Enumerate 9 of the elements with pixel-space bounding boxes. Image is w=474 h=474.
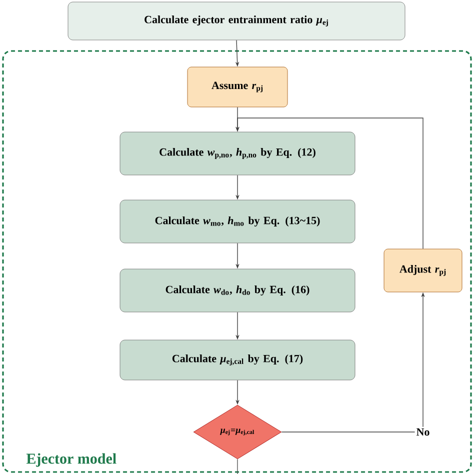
process-box: Calculate ejector entrainment ratio μ$_{ej}$ [68,2,406,40]
process-box: Calculate w$_{mo}$, h$_{mo}$ by Eq. (13~15) [120,200,356,244]
process-box: Adjust r$_{pj}$ [384,248,462,292]
process-box: Calculate μ$_{ej,cal}$ by Eq. (17) [120,340,356,380]
edge-label: No [416,428,430,436]
process-box: Calculate w$_{do}$, h$_{do}$ by Eq. (16) [120,268,356,312]
process-box: Assume r$_{pj}$ [187,66,288,108]
group-title: Ejector model [26,453,116,467]
process-box: Calculate w$_{p,no}$, h$_{p,no}$ by Eq. (12) [120,132,356,176]
